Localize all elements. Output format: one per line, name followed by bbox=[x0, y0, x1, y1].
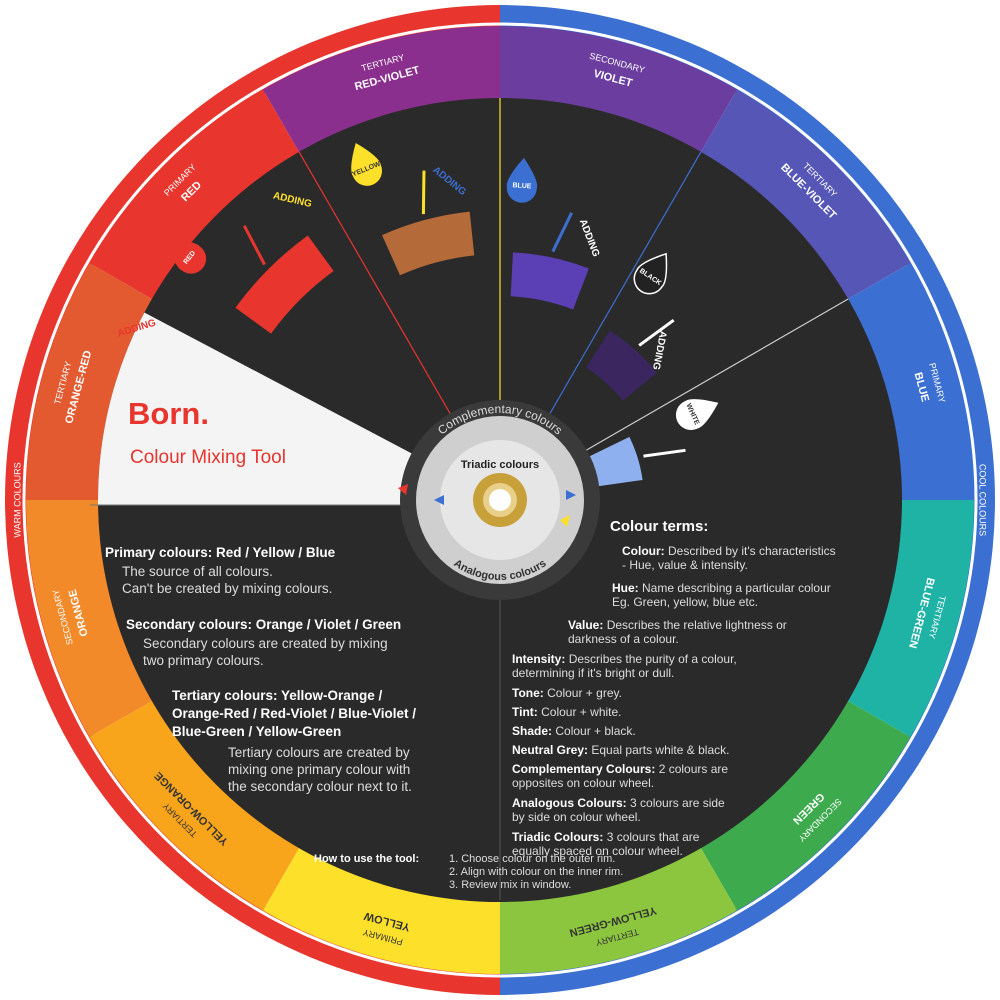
drop-label: BLUE bbox=[512, 182, 532, 190]
term-definition: Described by it's characteristics bbox=[668, 544, 836, 558]
drop-icon bbox=[351, 143, 383, 186]
term-definition: Colour + grey. bbox=[547, 686, 622, 700]
brand-wedge bbox=[98, 268, 500, 505]
primary-desc-2: Can't be created by mixing colours. bbox=[122, 581, 333, 596]
hub-dial[interactable]: Complementary colours Analogous colours … bbox=[398, 400, 600, 600]
term-name: Intensity: bbox=[512, 652, 566, 666]
tertiary-desc-1: Tertiary colours are created by bbox=[228, 745, 410, 760]
outer-rim: COOL COLOURS WARM COLOURS bbox=[5, 5, 995, 995]
term-definition: Colour + black. bbox=[555, 724, 636, 738]
term-name: Colour: bbox=[622, 544, 665, 558]
primary-desc-1: The source of all colours. bbox=[122, 564, 273, 579]
term-definition: Describes the purity of a colour, bbox=[568, 652, 737, 666]
mix-swatch bbox=[589, 436, 643, 487]
drop-icon bbox=[506, 157, 538, 203]
secondary-desc-2: two primary colours. bbox=[143, 653, 264, 668]
term-name: Value: bbox=[568, 618, 604, 632]
term-name: Tone: bbox=[512, 686, 544, 700]
mix-swatch bbox=[382, 211, 475, 276]
secondary-title: Secondary colours: Orange / Violet / Gre… bbox=[126, 617, 402, 632]
how-to-step-1: 1. Choose colour on the outer rim. bbox=[449, 853, 616, 865]
term-name: Hue: bbox=[612, 581, 639, 595]
term-definition-cont: equally spaced on colour wheel. bbox=[512, 844, 683, 858]
term-name: Complementary Colours: bbox=[512, 762, 656, 776]
mix-swatch bbox=[235, 235, 334, 334]
term-definition: 3 colours are side bbox=[630, 796, 725, 810]
term-item: Colour: Described by it's characteristic… bbox=[622, 544, 836, 572]
term-name: Shade: bbox=[512, 724, 553, 738]
how-to-step-2: 2. Align with colour on the inner rim. bbox=[449, 866, 624, 878]
tertiary-title-1: Tertiary colours: Yellow-Orange / bbox=[172, 688, 383, 703]
primary-title: Primary colours: Red / Yellow / Blue bbox=[105, 545, 336, 560]
term-definition-cont: - Hue, value & intensity. bbox=[622, 558, 748, 572]
term-name: Neutral Grey: bbox=[512, 743, 589, 757]
tertiary-title-2: Orange-Red / Red-Violet / Blue-Violet / bbox=[172, 706, 417, 721]
brand-name: Born. bbox=[128, 396, 209, 431]
term-name: Triadic Colours: bbox=[512, 830, 604, 844]
warm-label: WARM COLOURS bbox=[12, 462, 22, 537]
term-item: Tone: Colour + grey. bbox=[512, 686, 622, 700]
term-definition-cont: darkness of a colour. bbox=[568, 632, 679, 646]
term-name: Tint: bbox=[512, 705, 538, 719]
how-to-step-3: 3. Review mix in window. bbox=[449, 879, 572, 891]
mix-swatch bbox=[510, 252, 589, 310]
drop-icon bbox=[167, 240, 207, 274]
drop-icon bbox=[633, 252, 668, 295]
arrow-icon bbox=[638, 318, 675, 347]
how-to-title: How to use the tool: bbox=[314, 853, 420, 865]
mix-swatch bbox=[586, 330, 657, 401]
term-item: Value: Describes the relative lightness … bbox=[568, 618, 787, 646]
term-definition-cont: determining if it's bright or dull. bbox=[512, 666, 675, 680]
term-item: Neutral Grey: Equal parts white & black. bbox=[512, 743, 729, 757]
brand-subtitle: Colour Mixing Tool bbox=[130, 447, 286, 468]
term-definition: Equal parts white & black. bbox=[591, 743, 730, 757]
term-definition-cont: opposites on colour wheel. bbox=[512, 776, 655, 790]
term-definition: Describes the relative lightness or bbox=[606, 618, 787, 632]
term-name: Analogous Colours: bbox=[512, 796, 627, 810]
arrow-icon bbox=[551, 212, 573, 253]
term-item: Shade: Colour + black. bbox=[512, 724, 636, 738]
arrow-icon bbox=[242, 225, 266, 266]
colour-segments: SECONDARYVIOLETTERTIARYBLUE-VIOLETPRIMAR… bbox=[26, 25, 974, 974]
tertiary-desc-3: the secondary colour next to it. bbox=[228, 779, 412, 794]
drop-icon bbox=[676, 399, 719, 430]
term-definition: Name describing a particular colour bbox=[642, 581, 831, 595]
terms-title: Colour terms: bbox=[610, 518, 709, 535]
term-item: Hue: Name describing a particular colour… bbox=[612, 581, 831, 609]
cool-label: COOL COLOURS bbox=[978, 464, 988, 536]
term-item: Tint: Colour + white. bbox=[512, 705, 622, 719]
term-definition: Colour + white. bbox=[541, 705, 622, 719]
arrow-icon bbox=[421, 170, 426, 215]
secondary-desc-1: Secondary colours are created by mixing bbox=[143, 636, 388, 651]
hub-triadic-label: Triadic colours bbox=[461, 459, 539, 471]
term-definition-cont: by side on colour wheel. bbox=[512, 810, 641, 824]
tertiary-desc-2: mixing one primary colour with bbox=[228, 762, 411, 777]
tertiary-title-3: Blue-Green / Yellow-Green bbox=[172, 724, 342, 739]
term-definition: 3 colours that are bbox=[606, 830, 700, 844]
arrow-icon bbox=[643, 448, 686, 458]
term-definition-cont: Eg. Green, yellow, blue etc. bbox=[612, 595, 759, 609]
term-definition: 2 colours are bbox=[658, 762, 729, 776]
term-item: Intensity: Describes the purity of a col… bbox=[512, 652, 737, 680]
